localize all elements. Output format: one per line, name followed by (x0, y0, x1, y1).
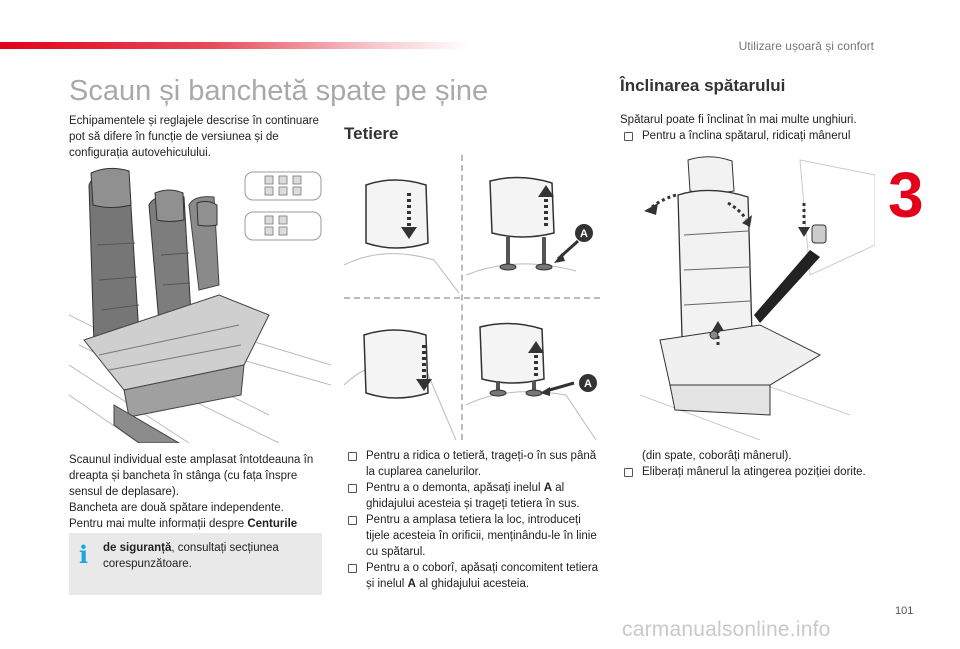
headrest-instructions: Pentru a ridica o tetieră, trageți-o în … (344, 448, 599, 592)
watermark: carmanualsonline.info (622, 618, 831, 641)
recline-heading: Înclinarea spătarului (620, 76, 786, 95)
page-number: 101 (895, 605, 914, 617)
list-item: Eliberați mânerul la atingerea poziției … (620, 464, 876, 480)
list-item: Pentru a o coborî, apăsați concomitent t… (344, 560, 599, 592)
headrest-insert-illustration (344, 329, 457, 440)
headrest-lower-illustration: A (466, 322, 597, 440)
recline-intro: Spătarul poate fi înclinat în mai multe … (620, 114, 857, 126)
vehicle-layout-diagram (244, 171, 322, 241)
list-item: Pentru a ridica o tetieră, trageți-o în … (344, 448, 599, 480)
seat-description: Scaunul individual este amplasat întotde… (69, 454, 314, 530)
list-item: Pentru a amplasa tetiera la loc, introdu… (344, 512, 599, 560)
list-item: Pentru a înclina spătarul, ridicați mâne… (620, 128, 876, 144)
page-title: Scaun și banchetă spate pe șine (69, 75, 489, 107)
recline-illustration (639, 156, 875, 440)
intro-paragraph: Echipamentele și reglajele descrise în c… (69, 115, 319, 159)
label-a-1: A (580, 228, 588, 240)
list-item: Pentru a o demonta, apăsați inelul A al … (344, 480, 599, 512)
bench-illustration (69, 167, 331, 443)
divider-horizontal (344, 297, 600, 299)
chapter-number: 3 (888, 159, 924, 231)
headrests-heading: Tetiere (344, 124, 399, 143)
headrest-raise-illustration (344, 179, 459, 293)
recline-step-2: Eliberați mânerul la atingerea poziției … (620, 464, 876, 480)
label-a-2: A (584, 378, 592, 390)
info-icon: i (79, 540, 89, 569)
section-header: Utilizare ușoară și confort (738, 39, 874, 53)
divider-vertical (461, 155, 463, 440)
recline-step-1: Pentru a înclina spătarul, ridicați mâne… (620, 128, 876, 144)
header-accent-bar (0, 42, 470, 49)
recline-continued: (din spate, coborâți mânerul). (642, 450, 792, 462)
headrest-remove-illustration: A (466, 176, 593, 276)
info-box: i de siguranță, consultați secțiunea cor… (69, 533, 322, 595)
info-text: de siguranță, consultați secțiunea cores… (103, 542, 279, 570)
